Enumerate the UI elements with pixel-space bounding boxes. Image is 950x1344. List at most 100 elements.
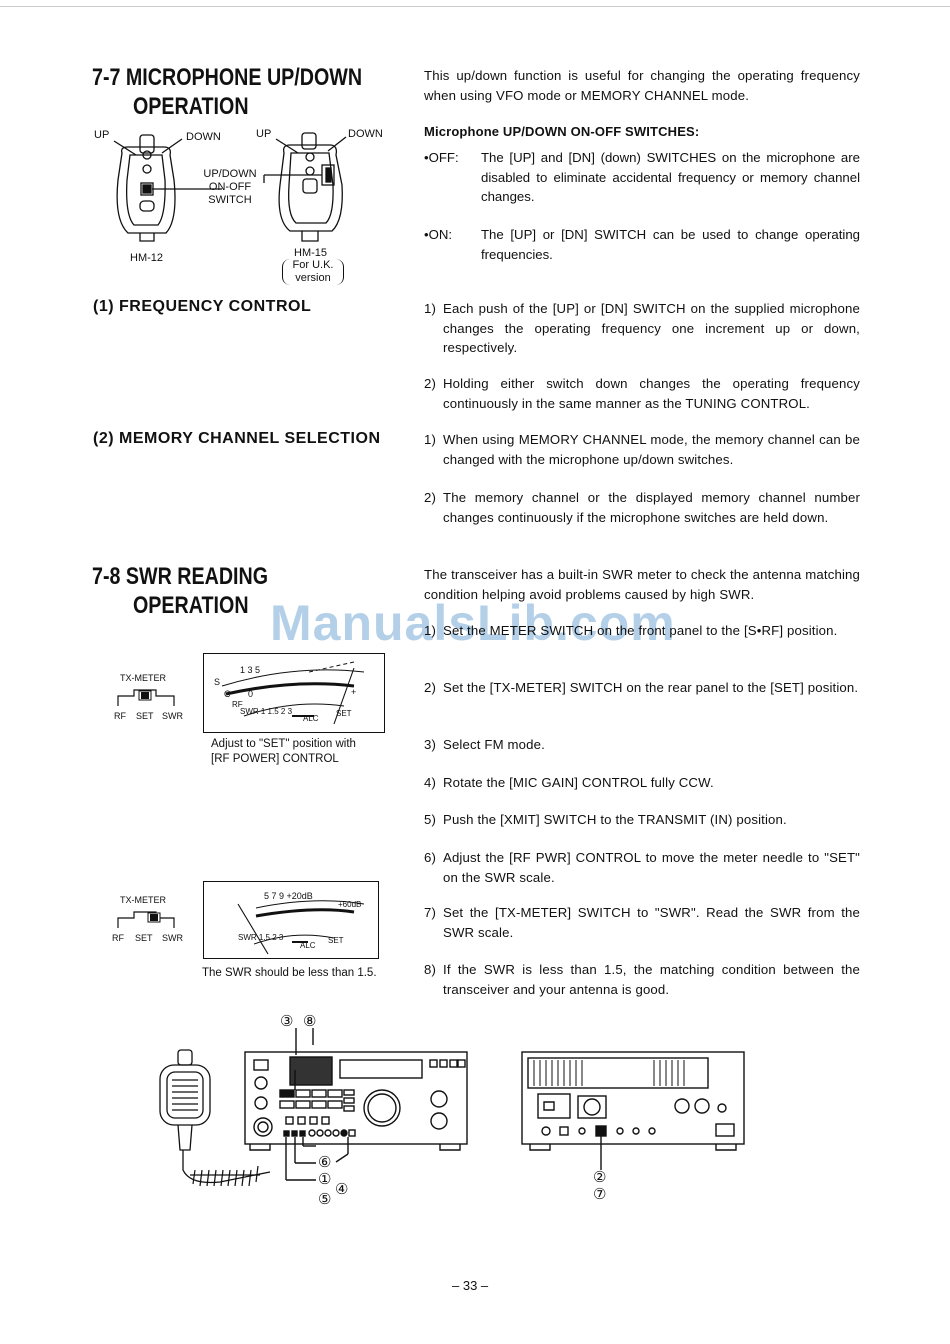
callout-3: ③ bbox=[280, 1013, 294, 1030]
section-7-8-title-line1: 7-8 SWR READING bbox=[92, 563, 269, 590]
transceiver-rear-panel-shape bbox=[521, 1051, 745, 1170]
on-key: •ON: bbox=[424, 227, 453, 242]
step-8-text: If the SWR is less than 1.5, the matchin… bbox=[443, 962, 860, 997]
meter1-caption-line2: [RF POWER] CONTROL bbox=[211, 753, 339, 765]
cord-coils-shape bbox=[192, 1165, 259, 1187]
step-1: 1) Set the METER SWITCH on the front pan… bbox=[424, 621, 860, 641]
meter1-rf-small: RF bbox=[232, 700, 243, 709]
step-4: 4) Rotate the [MIC GAIN] CONTROL fully C… bbox=[424, 773, 860, 793]
callout-4: ④ bbox=[335, 1181, 349, 1198]
switch-label: UP/DOWN ON-OFF SWITCH bbox=[200, 168, 260, 207]
meter1-set-scale: SET bbox=[336, 709, 352, 718]
step-3: 3) Select FM mode. bbox=[424, 735, 860, 755]
switch-label-line2: ON-OFF bbox=[208, 181, 252, 193]
mem-item-2: 2) The memory channel or the displayed m… bbox=[424, 488, 860, 527]
mem-item-1-num: 1) bbox=[424, 432, 437, 447]
freq-item-1-text: Each push of the [UP] or [DN] SWITCH on … bbox=[443, 301, 860, 355]
mem-item-1-text: When using MEMORY CHANNEL mode, the memo… bbox=[443, 432, 860, 467]
step-6-text: Adjust the [RF PWR] CONTROL to move the … bbox=[443, 850, 860, 885]
manualslib-watermark: ManualsLib.com bbox=[270, 595, 676, 651]
meter1-c: C bbox=[224, 689, 231, 699]
meter2-set-scale: SET bbox=[328, 936, 344, 945]
mem-item-2-num: 2) bbox=[424, 490, 437, 505]
sec78-intro: The transceiver has a built-in SWR meter… bbox=[424, 567, 860, 602]
hm12-microphone-shape bbox=[113, 134, 183, 242]
sec77-intro: This up/down function is useful for chan… bbox=[424, 68, 860, 103]
tx-meter-switch-1: TX-METER RF SET SWR bbox=[112, 672, 192, 722]
meter1-s-ticks: 1 3 5 bbox=[240, 665, 261, 675]
step-7-text: Set the [TX-METER] SWITCH to "SWR". Read… bbox=[443, 905, 860, 940]
meter2-swr-label: SWR bbox=[162, 933, 183, 943]
meter-face-1-drawing bbox=[221, 661, 365, 725]
transceiver-front-panel-shape bbox=[244, 1028, 468, 1181]
callout-7: ⑦ bbox=[593, 1186, 607, 1203]
meter2-caption: The SWR should be less than 1.5. bbox=[202, 967, 377, 979]
section-7-8-title-line2: OPERATION bbox=[133, 592, 249, 619]
step-5-text: Push the [XMIT] SWITCH to the TRANSMIT (… bbox=[443, 812, 787, 827]
meter1-plus: + bbox=[351, 687, 357, 697]
transceiver-drawing bbox=[159, 1028, 745, 1187]
switch-label-line1: UP/DOWN bbox=[203, 168, 257, 180]
step-2-text: Set the [TX-METER] SWITCH on the rear pa… bbox=[443, 680, 859, 695]
step-6-num: 6) bbox=[424, 850, 437, 865]
freq-item-2-num: 2) bbox=[424, 376, 437, 391]
meter1-s: S bbox=[214, 677, 221, 687]
callout-2: ② bbox=[593, 1169, 607, 1186]
section-7-7-title-line1: 7-7 MICROPHONE UP/DOWN bbox=[92, 64, 363, 91]
meter2-swr-scale: SWR 1.5 2 3 bbox=[238, 933, 284, 942]
meter2-db60: +60dB bbox=[338, 900, 362, 909]
step-3-num: 3) bbox=[424, 737, 437, 752]
microphone-drawing bbox=[113, 132, 347, 242]
freq-item-1: 1) Each push of the [UP] or [DN] SWITCH … bbox=[424, 299, 860, 358]
microphone-figure: UP DOWN UP DOWN UP/DOWN ON-OFF SWITCH HM… bbox=[92, 125, 392, 290]
label-down-right: DOWN bbox=[348, 128, 383, 140]
off-text: The [UP] and [DN] (down) SWITCHES on the… bbox=[481, 150, 860, 204]
label-uk-version: For U.K. version bbox=[282, 259, 344, 285]
tx-meter-label-1: TX-METER bbox=[120, 673, 166, 683]
label-uk-line1: For U.K. bbox=[292, 259, 334, 271]
meter1-swr-scale: SWR 1 1.5 2 3 bbox=[240, 707, 293, 716]
off-key: •OFF: bbox=[424, 150, 459, 165]
on-bullet: •ON: The [UP] or [DN] SWITCH can be used… bbox=[424, 225, 860, 264]
on-text: The [UP] or [DN] SWITCH can be used to c… bbox=[481, 227, 860, 262]
frequency-control-heading: (1) FREQUENCY CONTROL bbox=[93, 298, 312, 315]
meter1-caption-line1: Adjust to "SET" position with bbox=[211, 738, 356, 750]
meter1-rf-label: RF bbox=[114, 711, 126, 721]
hand-microphone-shape bbox=[159, 1049, 271, 1184]
tx-meter-switch-drawing-1 bbox=[117, 689, 175, 706]
top-rule bbox=[0, 6, 950, 7]
step-5: 5) Push the [XMIT] SWITCH to the TRANSMI… bbox=[424, 810, 860, 830]
step-6: 6) Adjust the [RF PWR] CONTROL to move t… bbox=[424, 848, 860, 887]
callout-5: ⑤ bbox=[318, 1191, 332, 1208]
step-4-text: Rotate the [MIC GAIN] CONTROL fully CCW. bbox=[443, 775, 714, 790]
step-5-num: 5) bbox=[424, 812, 437, 827]
meter1-zero: 0 bbox=[248, 689, 254, 699]
hm15-microphone-shape bbox=[152, 132, 347, 242]
meter1-swr-label: SWR bbox=[162, 711, 183, 721]
step-2: 2) Set the [TX-METER] SWITCH on the rear… bbox=[424, 678, 860, 698]
meter-face-1: S 1 3 5 C 0 RF SWR 1 1.5 2 3 ALC SET + bbox=[203, 653, 385, 733]
step-1-num: 1) bbox=[424, 623, 437, 638]
meter-face-2-drawing bbox=[237, 900, 365, 955]
callout-1: ① bbox=[318, 1171, 332, 1188]
transceiver-illustration: ③ ⑧ ⑥ ① ④ ⑤ ② ⑦ bbox=[150, 1010, 770, 1210]
memory-channel-heading: (2) MEMORY CHANNEL SELECTION bbox=[93, 430, 381, 447]
step-8-num: 8) bbox=[424, 962, 437, 977]
tx-meter-switch-2: TX-METER RF SET SWR bbox=[112, 894, 192, 944]
section-7-7-title-line2: OPERATION bbox=[133, 93, 249, 120]
label-uk-line2: version bbox=[295, 272, 331, 284]
step-4-num: 4) bbox=[424, 775, 437, 790]
meter2-alc: ALC bbox=[300, 941, 316, 950]
meter1-caption: Adjust to "SET" position with [RF POWER]… bbox=[211, 737, 356, 767]
step-7: 7) Set the [TX-METER] SWITCH to "SWR". R… bbox=[424, 903, 860, 942]
section-7-7-title: 7-7 MICROPHONE UP/DOWN OPERATION bbox=[92, 63, 362, 121]
meter1-set-label: SET bbox=[136, 711, 154, 721]
callout-6: ⑥ bbox=[318, 1154, 332, 1171]
meter2-rf-label: RF bbox=[112, 933, 124, 943]
label-up-left: UP bbox=[94, 129, 110, 141]
label-down-left: DOWN bbox=[186, 131, 221, 143]
meter2-ticks: 5 7 9 +20dB bbox=[264, 891, 313, 901]
meter2-set-label: SET bbox=[135, 933, 153, 943]
step-1-text: Set the METER SWITCH on the front panel … bbox=[443, 623, 838, 638]
freq-item-2-text: Holding either switch down changes the o… bbox=[443, 376, 860, 411]
